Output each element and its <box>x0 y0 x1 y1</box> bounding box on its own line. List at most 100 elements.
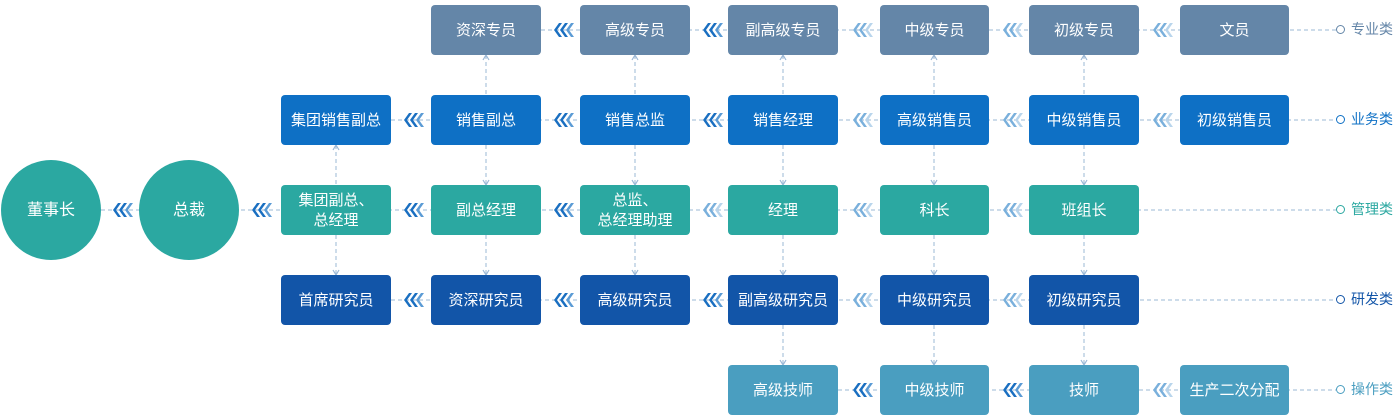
double-chevron-left-icon <box>1003 113 1023 127</box>
double-chevron-left-icon <box>703 203 723 217</box>
category-operation: 操作类 <box>1336 382 1400 398</box>
category-label: 业务类 <box>1351 112 1393 128</box>
category-sales: 业务类 <box>1336 112 1400 128</box>
node-label: 经理 <box>767 201 798 219</box>
management-node-director-assistant-gm: 总监、 总经理助理 <box>580 185 690 235</box>
double-chevron-left-icon <box>1003 23 1023 37</box>
node-label: 中级研究员 <box>896 291 972 309</box>
sales-node-junior-salesperson: 初级销售员 <box>1180 95 1289 145</box>
research-node-chief-researcher: 首席研究员 <box>281 275 391 325</box>
operation-node-senior-technician: 高级技师 <box>728 365 838 415</box>
node-label: 技师 <box>1068 381 1099 399</box>
double-chevron-left-icon <box>853 293 873 307</box>
category-dot-icon <box>1336 385 1345 394</box>
sales-node-senior-salesperson: 高级销售员 <box>880 95 989 145</box>
chairman-node: 董事长 <box>1 160 101 260</box>
category-label: 管理类 <box>1351 202 1393 218</box>
node-label: 初级销售员 <box>1196 111 1272 129</box>
double-chevron-left-icon <box>252 203 272 217</box>
arrowhead-up-icon <box>631 53 639 61</box>
arrowhead-up-icon <box>332 143 340 151</box>
sales-node-intermediate-salesperson: 中级销售员 <box>1029 95 1139 145</box>
node-label: 中级技师 <box>904 381 965 399</box>
research-node-advanced-researcher: 高级研究员 <box>580 275 690 325</box>
research-node-associate-advanced-researcher: 副高级研究员 <box>728 275 838 325</box>
node-label-line-1: 总监、 <box>612 191 658 209</box>
node-label: 高级研究员 <box>597 291 673 309</box>
node-label: 生产二次分配 <box>1189 381 1280 399</box>
category-dot-icon <box>1336 115 1345 124</box>
double-chevron-left-icon <box>703 23 723 37</box>
professional-node-advanced-specialist: 高级专员 <box>580 5 690 55</box>
double-chevron-left-icon <box>1003 383 1023 397</box>
double-chevron-left-icon <box>1003 293 1023 307</box>
operation-node-secondary-production-distribution: 生产二次分配 <box>1180 365 1289 415</box>
sales-node-sales-manager: 销售经理 <box>728 95 838 145</box>
arrowhead-up-icon <box>779 53 787 61</box>
node-label: 首席研究员 <box>298 291 374 309</box>
double-chevron-left-icon <box>554 203 574 217</box>
chairman-label: 董事长 <box>26 200 75 219</box>
node-label: 副高级研究员 <box>737 291 828 309</box>
president-node: 总裁 <box>139 160 239 260</box>
node-label: 高级技师 <box>752 381 813 399</box>
professional-node-junior-specialist: 初级专员 <box>1029 5 1139 55</box>
node-label: 销售副总 <box>455 111 516 129</box>
operation-node-technician: 技师 <box>1029 365 1139 415</box>
professional-node-intermediate-specialist: 中级专员 <box>880 5 989 55</box>
node-label-line-1: 集团副总、 <box>298 191 374 209</box>
management-node-group-vp-gm: 集团副总、 总经理 <box>281 185 391 235</box>
research-node-junior-researcher: 初级研究员 <box>1029 275 1139 325</box>
node-label: 中级专员 <box>904 21 965 39</box>
node-label: 高级销售员 <box>896 111 972 129</box>
category-dot-icon <box>1336 295 1345 304</box>
node-label: 高级专员 <box>604 21 665 39</box>
research-node-senior-researcher: 资深研究员 <box>431 275 541 325</box>
node-label: 中级销售员 <box>1046 111 1122 129</box>
double-chevron-left-icon <box>404 113 424 127</box>
professional-node-associate-advanced-specialist: 副高级专员 <box>728 5 838 55</box>
category-dot-icon <box>1336 205 1345 214</box>
double-chevron-left-icon <box>1003 203 1023 217</box>
node-label: 销售经理 <box>752 111 813 129</box>
node-label: 销售总监 <box>604 111 665 129</box>
flow-arrows <box>113 23 1173 397</box>
double-chevron-left-icon <box>554 23 574 37</box>
sales-node-group-sales-vp: 集团销售副总 <box>281 95 391 145</box>
category-management: 管理类 <box>1336 202 1400 218</box>
management-node-section-chief: 科长 <box>880 185 989 235</box>
double-chevron-left-icon <box>1153 383 1173 397</box>
sales-node-sales-vp: 销售副总 <box>431 95 541 145</box>
management-node-manager: 经理 <box>728 185 838 235</box>
double-chevron-left-icon <box>404 203 424 217</box>
node-label-line-2: 总经理助理 <box>597 211 673 229</box>
arrowhead-up-icon <box>482 53 490 61</box>
node-label: 资深研究员 <box>448 291 524 309</box>
double-chevron-left-icon <box>1153 113 1173 127</box>
research-node-intermediate-researcher: 中级研究员 <box>880 275 989 325</box>
professional-node-clerk: 文员 <box>1180 5 1289 55</box>
double-chevron-left-icon <box>853 23 873 37</box>
category-research: 研发类 <box>1336 292 1400 308</box>
arrowhead-up-icon <box>1080 53 1088 61</box>
president-label: 总裁 <box>172 200 205 219</box>
double-chevron-left-icon <box>113 203 133 217</box>
category-professional: 专业类 <box>1336 22 1400 38</box>
double-chevron-left-icon <box>554 293 574 307</box>
node-label: 副高级专员 <box>745 21 821 39</box>
node-label: 集团销售副总 <box>290 111 381 129</box>
node-label: 副总经理 <box>455 201 516 219</box>
double-chevron-left-icon <box>404 293 424 307</box>
sales-node-sales-director: 销售总监 <box>580 95 690 145</box>
category-label: 操作类 <box>1351 382 1393 398</box>
management-node-team-leader: 班组长 <box>1029 185 1139 235</box>
arrowhead-up-icon <box>930 53 938 61</box>
professional-node-senior-specialist: 资深专员 <box>431 5 541 55</box>
category-label: 专业类 <box>1351 22 1393 38</box>
double-chevron-left-icon <box>703 113 723 127</box>
node-label-line-2: 总经理 <box>313 211 359 229</box>
node-label: 初级专员 <box>1053 21 1114 39</box>
category-dot-icon <box>1336 25 1345 34</box>
category-label: 研发类 <box>1351 292 1393 308</box>
node-label: 资深专员 <box>455 21 516 39</box>
